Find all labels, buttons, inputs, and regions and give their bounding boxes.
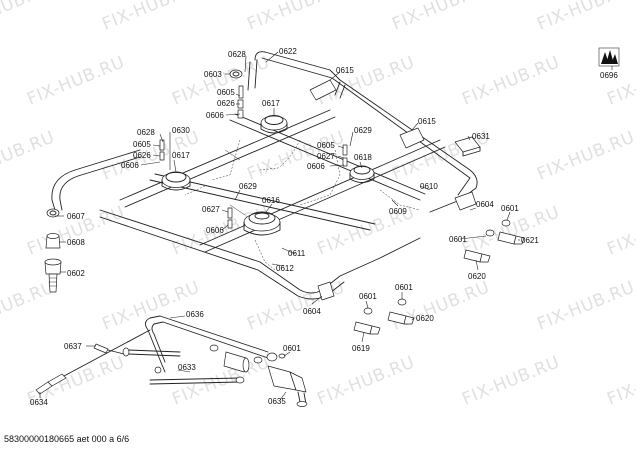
watermark-text: FIX-HUB.RU [0, 277, 58, 334]
injector-0621 [485, 219, 525, 245]
part-label: 0611 [288, 249, 306, 258]
watermark-text: FIX-HUB.RU [534, 127, 636, 184]
part-label: 0610 [420, 182, 438, 191]
watermark-text: FIX-HUB.RU [604, 352, 636, 409]
nut-0608 [45, 233, 61, 249]
part-label: 0606 [206, 111, 224, 120]
probe-0634 [35, 329, 151, 395]
fitting-0602 [44, 258, 62, 293]
part-label: 0629 [354, 126, 372, 135]
part-label: 0601 [359, 292, 377, 301]
watermark-text: FIX-HUB.RU [314, 352, 417, 409]
document-reference: 58300000180665 aet 000 a 6/6 [4, 434, 130, 444]
part-label: 0633 [178, 363, 196, 372]
leader-lines [39, 51, 613, 401]
part-label: 0607 [67, 212, 85, 221]
burner-top [260, 115, 288, 134]
part-label: 0631 [472, 132, 490, 141]
part-label: 0601 [449, 235, 467, 244]
injector-0620-lower [387, 298, 415, 325]
part-label: 0634 [30, 398, 48, 407]
part-label: 0622 [279, 47, 297, 56]
part-label: 0606 [206, 226, 224, 235]
burner-right [349, 165, 375, 183]
part-label: 0606 [121, 161, 139, 170]
part-label: 0635 [268, 397, 286, 406]
watermark-text: FIX-HUB.RU [244, 0, 347, 35]
watermark-text: FIX-HUB.RU [24, 52, 127, 109]
watermark-text: FIX-HUB.RU [604, 202, 636, 259]
watermark-text: FIX-HUB.RU [0, 0, 58, 35]
part-label: 0626 [133, 151, 151, 160]
watermark-text: FIX-HUB.RU [24, 202, 127, 259]
part-label: 0601 [283, 344, 301, 353]
watermark-text: FIX-HUB.RU [534, 0, 636, 35]
part-label: 0628 [137, 128, 155, 137]
part-label: 0629 [239, 182, 257, 191]
part-label: 0605 [133, 140, 151, 149]
part-label: 0609 [389, 207, 407, 216]
part-label: 0627 [317, 152, 335, 161]
part-label: 0616 [262, 196, 280, 205]
watermark-text: FIX-HUB.RU [459, 52, 562, 109]
part-label: 0601 [395, 283, 413, 292]
watermark-text: FIX-HUB.RU [459, 352, 562, 409]
watermark-text: FIX-HUB.RU [534, 277, 636, 334]
part-label: 0605 [317, 141, 335, 150]
part-label: 0628 [228, 50, 246, 59]
part-label: 0627 [202, 205, 220, 214]
injector-0620-upper [463, 249, 491, 263]
part-label: 0608 [67, 238, 85, 247]
pan-support-frame [51, 51, 478, 301]
part-label: 0615 [418, 117, 436, 126]
part-label: 0603 [204, 70, 222, 79]
watermark-text: FIX-HUB.RU [244, 277, 347, 334]
part-label: 0621 [521, 236, 539, 245]
burner-left [161, 171, 191, 191]
ring-nut-0603 [229, 69, 243, 79]
bracket-0631 [454, 136, 481, 157]
part-label: 0620 [468, 272, 486, 281]
part-label: 0617 [262, 99, 280, 108]
part-label: 0601 [501, 204, 519, 213]
part-labels: 0628 0622 0603 0615 0605 0626 0617 0606 … [30, 47, 618, 407]
watermark-text: FIX-HUB.RU [0, 127, 58, 184]
burner-front [243, 211, 281, 236]
part-label: 0602 [67, 269, 85, 278]
part-label: 0630 [172, 126, 190, 135]
part-label: 0615 [336, 66, 354, 75]
part-label: 0636 [186, 310, 204, 319]
part-label: 0617 [172, 151, 190, 160]
thermocouple-0637 [93, 343, 125, 355]
watermark-text: FIX-HUB.RU [99, 277, 202, 334]
grease-tube-icon [598, 47, 620, 67]
part-label: 0618 [354, 153, 372, 162]
watermark-text: FIX-HUB.RU [99, 0, 202, 35]
part-label: 0612 [276, 264, 294, 273]
part-label: 0620 [416, 314, 434, 323]
part-label: 0696 [600, 71, 618, 80]
injector-0619 [353, 307, 381, 335]
part-label: 0604 [303, 307, 321, 316]
gas-line-assembly [122, 315, 308, 407]
part-label: 0626 [217, 99, 235, 108]
part-label: 0606 [307, 162, 325, 171]
part-label: 0605 [217, 88, 235, 97]
part-label: 0604 [476, 200, 494, 209]
watermark-text: FIX-HUB.RU [389, 0, 492, 35]
nut-0607 [46, 208, 60, 218]
part-label: 0619 [352, 344, 370, 353]
part-label: 0637 [64, 342, 82, 351]
